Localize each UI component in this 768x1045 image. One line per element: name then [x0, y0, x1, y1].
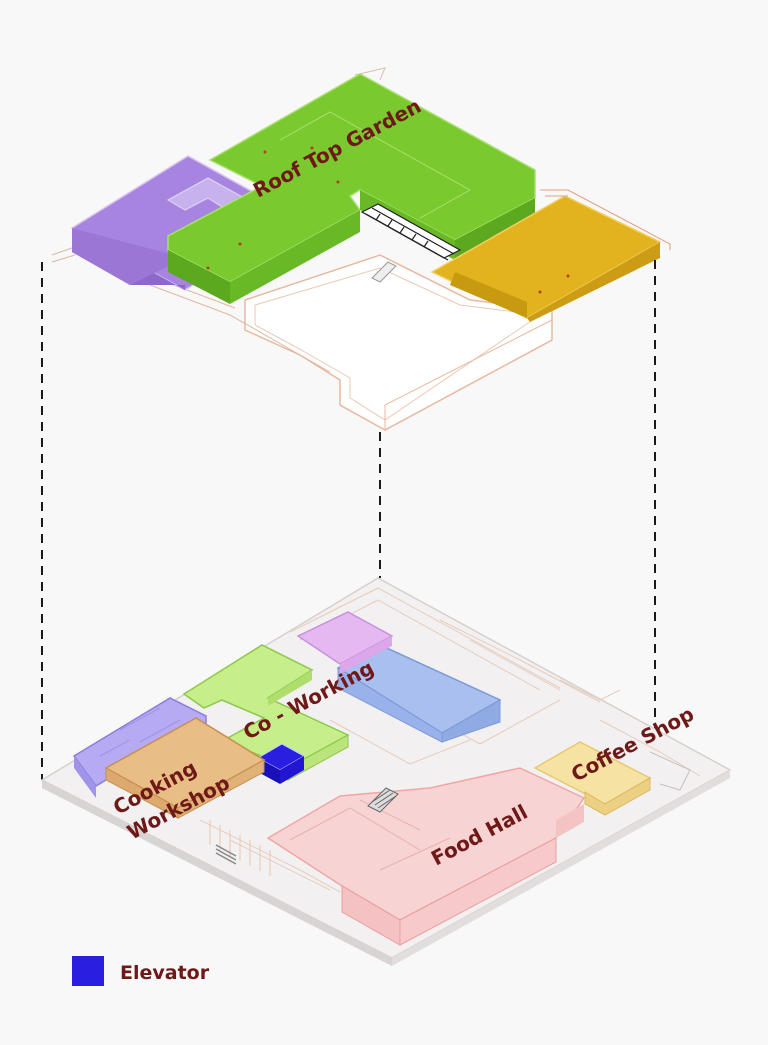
- upper-gold-right: [527, 242, 660, 322]
- upper-garden-front-2: [230, 210, 360, 304]
- legend: Elevator: [72, 956, 210, 986]
- upper-gold-front: [450, 272, 527, 318]
- upper-stair: [371, 261, 397, 283]
- upper-garden-front-3: [455, 198, 535, 260]
- legend-elevator-swatch: [72, 956, 104, 986]
- lower-slab-left: [42, 780, 392, 966]
- food-hall-side: [556, 804, 584, 838]
- upper-garden-inner-line: [279, 111, 472, 219]
- legend-elevator-label: Elevator: [120, 962, 210, 984]
- upper-top-rail: [354, 67, 386, 81]
- upper-floor-edge: [384, 319, 553, 430]
- upper-bridge-rails: [365, 207, 455, 261]
- upper-garden-top: [167, 73, 536, 283]
- lower-level: [40, 577, 732, 966]
- lower-right-feature: [649, 751, 691, 791]
- level-connectors: [41, 260, 656, 780]
- lower-grate: [215, 844, 237, 865]
- upper-level: [51, 67, 671, 431]
- upper-purple-base: [72, 228, 185, 285]
- lower-slab-right: [392, 770, 730, 966]
- upper-floor-inner: [254, 267, 542, 421]
- lavender-zone-front: [340, 636, 392, 674]
- upper-left-rail: [51, 247, 76, 263]
- cooking-orange-right: [177, 759, 265, 819]
- cooking-purple-front: [74, 756, 96, 798]
- lower-stair-steps: [371, 789, 397, 809]
- upper-garden-front-1: [168, 250, 230, 304]
- lower-elevator-side: [280, 756, 304, 784]
- coffee-shop-front: [584, 777, 651, 816]
- blue-zone-front-2: [337, 667, 443, 743]
- lower-left-stripes: [209, 820, 271, 876]
- food-hall-front-2: [399, 837, 557, 946]
- coworking-side: [268, 670, 312, 706]
- cooking-purple-inner: [99, 707, 181, 757]
- upper-roof-markers: [206, 146, 570, 294]
- upper-gold-rail: [540, 189, 671, 250]
